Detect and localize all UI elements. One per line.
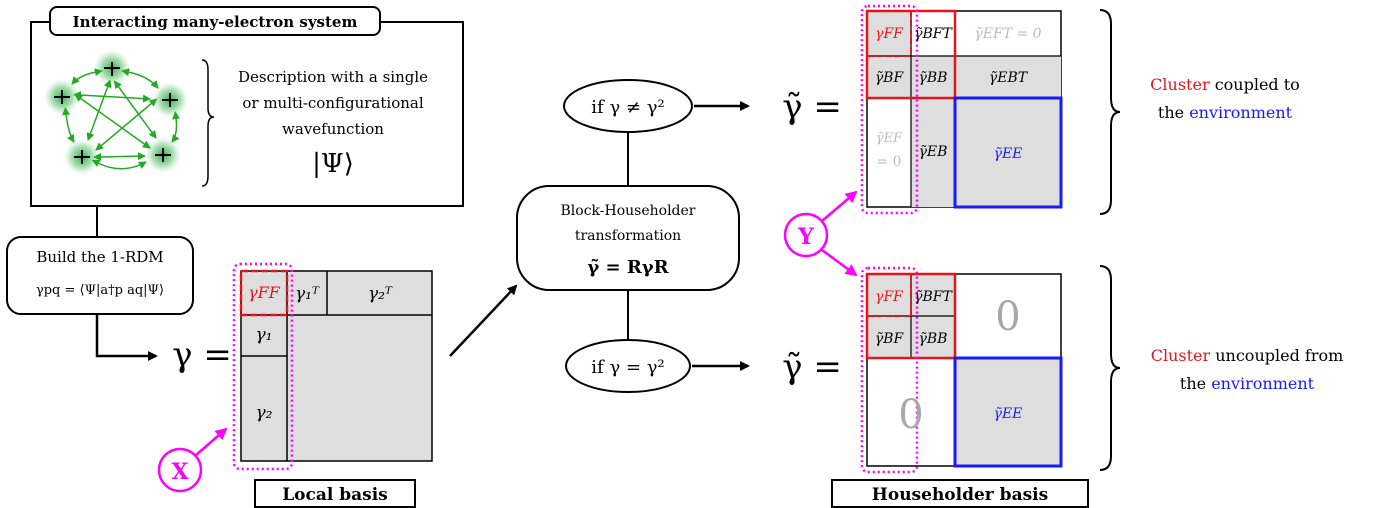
householder-basis-label-box <box>831 479 1089 508</box>
bottom-gamma-bf: γ̃BF <box>875 331 905 347</box>
local-ff-block <box>239 269 289 317</box>
electron-icon <box>152 82 188 118</box>
rdm-box <box>6 236 194 315</box>
condition-nonidempotent <box>563 79 693 133</box>
top-gamma-efT-zero: γ̃EFT = 0 <box>974 26 1041 42</box>
bottom-zero-top: 0 <box>995 294 1020 340</box>
electron-icon <box>64 139 100 175</box>
local-gamma-1: γ₁ <box>256 325 273 345</box>
coupled-brace <box>1099 9 1121 215</box>
coupled-label-line1: Cluster coupled to <box>1150 75 1300 94</box>
electron-icon <box>44 79 80 115</box>
x-marker-label: X <box>171 459 189 485</box>
top-environment-block <box>953 96 1063 209</box>
top-gamma-bf: γ̃BF <box>875 70 905 86</box>
top-gamma-bb: γ̃BB <box>919 70 948 86</box>
top-gamma-ef: γ̃EF <box>876 131 903 146</box>
x-marker <box>157 447 203 493</box>
uncoupled-brace <box>1099 265 1121 471</box>
local-matrix <box>232 262 433 471</box>
householder-title-1: Block-Householder <box>561 203 696 219</box>
local-gamma-ff: γFF <box>248 283 281 302</box>
top-gamma-ebT: γ̃EBT <box>989 70 1029 86</box>
bottom-gamma-lhs: γ̃ = <box>782 347 842 387</box>
local-gamma-2T: γ₂ᵀ <box>368 284 393 304</box>
top-fragment-column-marker <box>860 4 919 215</box>
wavefunction-symbol: |Ψ⟩ <box>312 149 354 179</box>
system-brace <box>201 59 215 187</box>
y-marker-label: Y <box>797 224 814 250</box>
rdm-formula: γpq = ⟨Ψ|a†p aq|Ψ⟩ <box>36 283 164 298</box>
y-marker-arrow-bottom <box>821 248 858 277</box>
rdm-label: Build the 1-RDM <box>36 248 163 266</box>
bottom-environment-block <box>953 356 1063 468</box>
local-basis-label: Local basis <box>282 485 388 505</box>
condition-nonidempotent-label: if γ ≠ γ² <box>591 97 664 118</box>
top-gamma-bfT: γ̃BFT <box>914 26 953 42</box>
system-desc-line2: or multi-configurational <box>242 94 423 112</box>
local-gamma-lhs: γ = <box>172 335 232 375</box>
bottom-fragment-column-marker <box>860 266 919 474</box>
y-marker <box>783 212 829 258</box>
system-box <box>30 21 464 207</box>
uncoupled-label-line2: the environment <box>1180 374 1315 393</box>
householder-basis-label: Householder basis <box>872 485 1048 505</box>
condition-idempotent-label: if γ = γ² <box>591 357 664 378</box>
local-to-householder-arrow <box>449 284 518 357</box>
system-title-box <box>49 6 381 36</box>
x-marker-arrow <box>195 427 228 456</box>
system-title: Interacting many-electron system <box>73 13 358 31</box>
top-matrix <box>860 4 1063 215</box>
bottom-gamma-ee: γ̃EE <box>994 406 1023 422</box>
rdm-to-local-arrow <box>95 314 158 361</box>
bottom-gamma-bb: γ̃BB <box>919 331 948 347</box>
bottom-gamma-bfT: γ̃BFT <box>914 289 953 305</box>
top-gamma-lhs: γ̃ = <box>782 87 842 127</box>
electron-icon <box>145 137 181 173</box>
bottom-matrix <box>860 266 1063 474</box>
householder-box <box>516 185 740 291</box>
local-basis-label-box <box>254 479 416 508</box>
local-gamma-2: γ₂ <box>256 403 273 423</box>
bottom-gamma-ff: γFF <box>875 289 904 305</box>
top-gamma-ee: γ̃EE <box>994 146 1023 162</box>
coupled-label-line2: the environment <box>1158 103 1293 122</box>
local-fragment-column-marker <box>232 262 294 471</box>
uncoupled-label-line1: Cluster uncoupled from <box>1151 346 1344 365</box>
bottom-zero-left: 0 <box>898 392 923 438</box>
system-desc-line1: Description with a single <box>238 68 428 86</box>
local-gamma-1T: γ₁ᵀ <box>295 284 320 304</box>
condition-idempotent <box>565 339 691 393</box>
y-marker-arrow-top <box>821 190 858 222</box>
electron-network-icon <box>44 50 188 175</box>
top-gamma-ff: γFF <box>875 26 904 42</box>
householder-formula: γ̃ = RγR <box>587 257 669 278</box>
top-gamma-ef-zero: = 0 <box>876 154 901 170</box>
electron-icon <box>94 50 130 86</box>
system-desc-line3: wavefunction <box>282 120 384 138</box>
top-gamma-eb: γ̃EB <box>919 144 948 160</box>
householder-title-2: transformation <box>575 228 681 244</box>
